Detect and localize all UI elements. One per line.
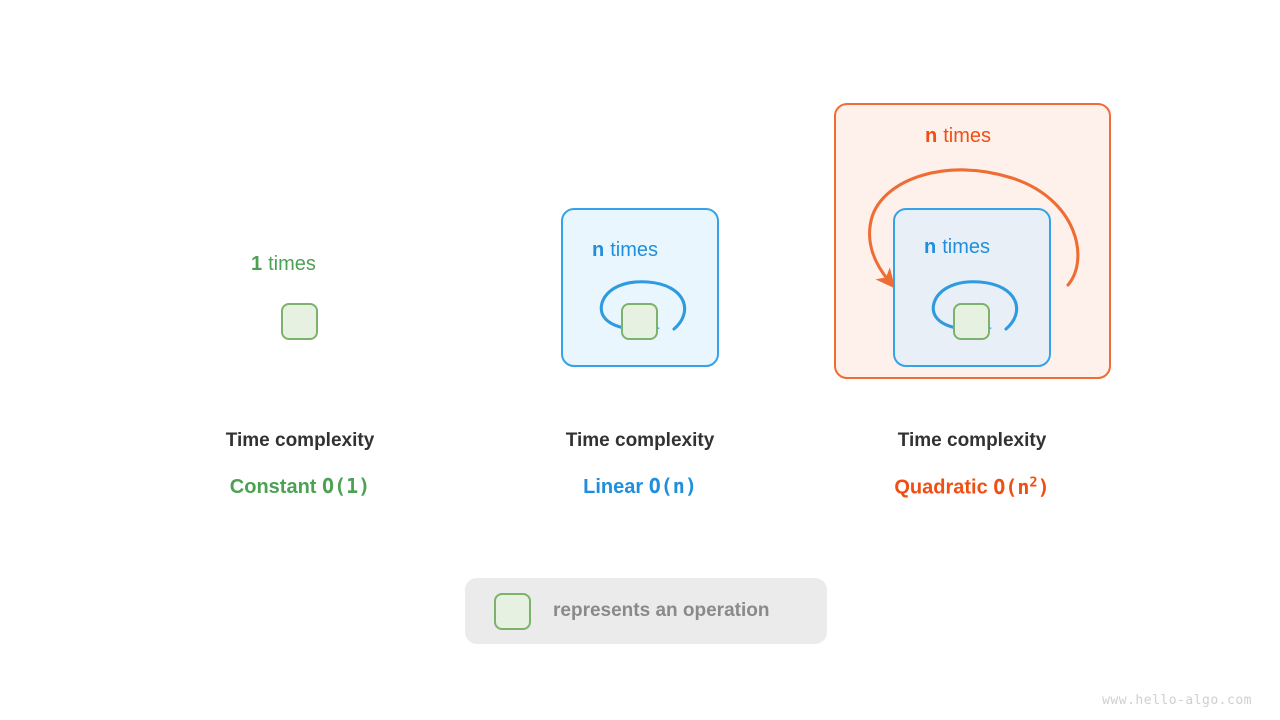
quadratic-big-o: O(n2) [993, 474, 1050, 499]
linear-times-count: n [592, 239, 605, 261]
quadratic-inner-times-word: times [942, 236, 991, 258]
quadratic-outer-loop-arrow-icon [868, 168, 1080, 289]
linear-complexity-word: Linear [583, 476, 644, 498]
constant-times-count: 1 [251, 253, 263, 275]
constant-complexity-label: Constant O(1) [155, 474, 445, 499]
quadratic-big-o-exponent: 2 [1029, 474, 1038, 490]
linear-loop-box [561, 208, 719, 367]
constant-big-o: O(1) [322, 474, 371, 498]
linear-loop-arrow-icon [599, 280, 686, 340]
linear-times-word: times [610, 239, 659, 261]
legend-operation-square-icon [494, 592, 531, 630]
constant-complexity-word: Constant [229, 476, 317, 498]
quadratic-complexity-label: Quadratic O(n2) [827, 474, 1117, 500]
quadratic-outer-times-word: times [943, 125, 992, 147]
quadratic-inner-loop-box [893, 208, 1051, 367]
linear-big-o: O(n) [648, 474, 697, 498]
legend-box: represents an operation [465, 578, 827, 644]
legend-label: represents an operation [553, 600, 770, 621]
linear-caption: Time complexity [565, 430, 715, 451]
source-url: www.hello-algo.com [1102, 693, 1252, 708]
quadratic-big-o-prefix: O(n [993, 474, 1030, 499]
quadratic-big-o-suffix: ) [1037, 474, 1050, 499]
operation-square-icon [621, 303, 658, 340]
operation-square-icon [953, 303, 990, 340]
constant-times-word: times [268, 253, 316, 275]
quadratic-inner-times-count: n [924, 236, 937, 258]
quadratic-outer-times-count: n [925, 125, 938, 147]
constant-caption: Time complexity [225, 430, 375, 451]
operation-square-icon [281, 303, 318, 340]
quadratic-inner-loop-arrow-icon [931, 280, 1018, 340]
quadratic-caption: Time complexity [897, 430, 1047, 451]
quadratic-complexity-word: Quadratic [894, 476, 988, 499]
linear-complexity-label: Linear O(n) [495, 474, 785, 499]
